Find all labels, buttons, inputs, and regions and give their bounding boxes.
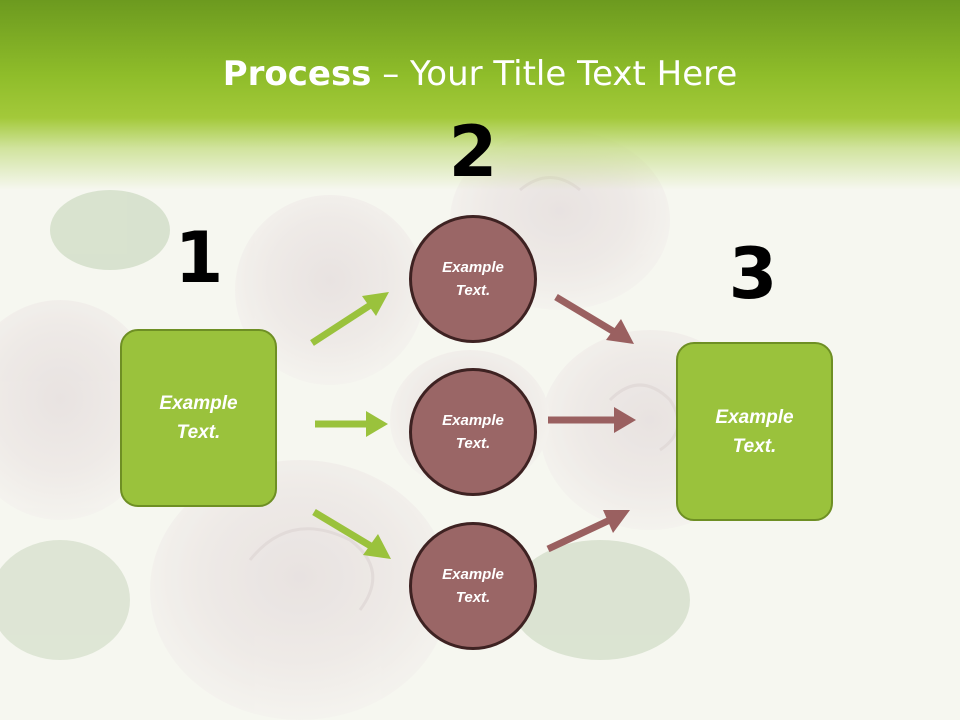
arrow-left-to-top-head <box>362 292 389 316</box>
circle-step-bottom: Example Text. <box>409 522 537 650</box>
step-number-3: 3 <box>728 233 778 315</box>
arrow-top-to-right <box>554 293 618 337</box>
slide-title: Process – Your Title Text Here <box>0 52 960 96</box>
arrow-left-to-top <box>310 301 374 346</box>
arrow-left-to-bottom <box>312 508 376 552</box>
circle-middle-text: Example Text. <box>442 412 504 452</box>
circle-top-text: Example Text. <box>442 259 504 299</box>
arrow-bottom-to-right <box>546 515 614 553</box>
arrow-top-to-right-head <box>606 319 634 344</box>
right-box-text: Example Text. <box>715 406 794 457</box>
circle-bottom-text: Example Text. <box>442 566 504 606</box>
arrow-middle-to-right-head <box>614 407 636 433</box>
arrow-left-to-middle-head <box>366 411 388 437</box>
title-bold: Process <box>222 54 372 94</box>
left-process-box: Example Text. <box>120 329 277 507</box>
title-banner <box>0 0 960 190</box>
arrow-bottom-to-right-head <box>603 510 630 533</box>
right-process-box: Example Text. <box>676 342 833 521</box>
circle-step-top: Example Text. <box>409 215 537 343</box>
circle-step-middle: Example Text. <box>409 368 537 496</box>
step-number-2: 2 <box>448 111 498 193</box>
left-box-text: Example Text. <box>159 393 238 443</box>
step-number-1: 1 <box>174 217 224 299</box>
mauve-arrows <box>546 293 636 553</box>
title-rest: – Your Title Text Here <box>371 54 738 94</box>
green-arrows <box>310 292 391 559</box>
arrow-left-to-bottom-head <box>363 534 391 559</box>
